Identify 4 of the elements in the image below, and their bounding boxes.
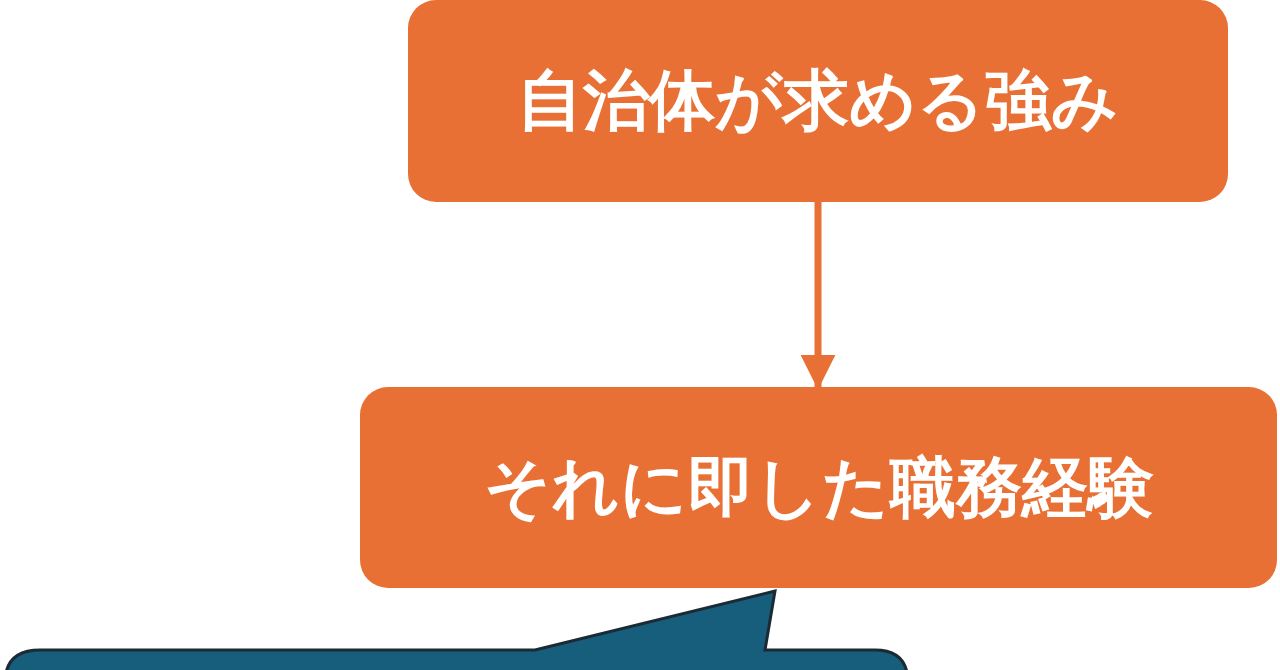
speech-bubble <box>3 589 910 670</box>
process-box: 自治体が求める強み <box>408 0 1228 202</box>
arrow <box>800 202 836 390</box>
process-box: それに即した職務経験 <box>360 387 1277 588</box>
